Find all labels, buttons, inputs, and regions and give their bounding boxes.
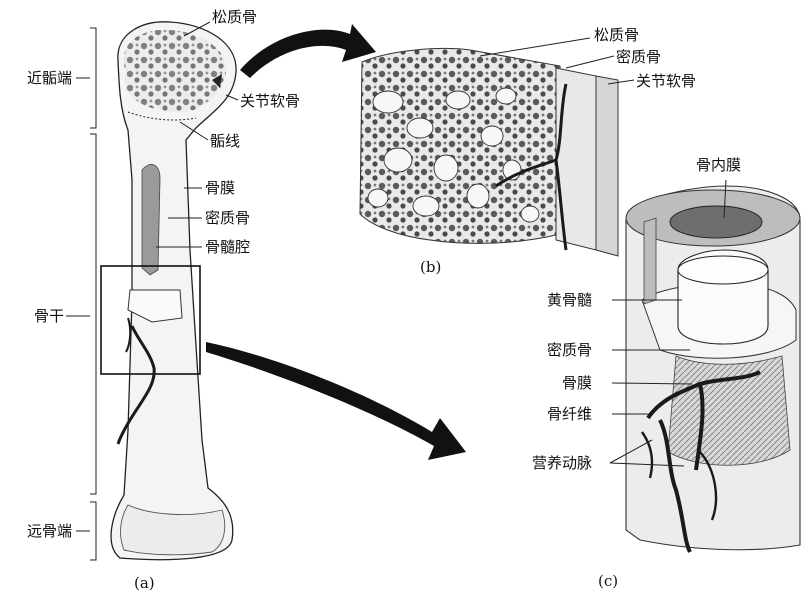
caption-c: (c) — [598, 572, 618, 590]
leader-compact-b — [566, 56, 614, 68]
spongy-label-b: 松质骨 — [594, 26, 639, 44]
epiphyseal-line-label: 骺线 — [210, 132, 240, 150]
arrow-to-b — [240, 24, 376, 78]
yellow-marrow-label: 黄骨髓 — [547, 291, 592, 309]
shaft-artery-branch — [126, 318, 130, 352]
caption-b: (b) — [420, 258, 441, 276]
yellow-marrow-top — [678, 256, 768, 284]
marrow-cavity-shade — [142, 164, 160, 275]
distal-label: 远骨端 — [27, 522, 72, 540]
spongy-label-a: 松质骨 — [212, 8, 257, 26]
compact-label-b: 密质骨 — [616, 48, 661, 66]
endosteum-label: 骨内膜 — [696, 156, 741, 174]
fiber-region — [668, 356, 790, 465]
endosteum-cavity — [670, 206, 762, 238]
distal-range-bracket — [90, 502, 96, 560]
compact-label-a: 密质骨 — [205, 209, 250, 227]
cylinder-left-strip — [644, 218, 656, 304]
cartilage-label-a: 关节软骨 — [240, 92, 300, 110]
caption-a: (a) — [134, 574, 155, 592]
periosteum-label-a: 骨膜 — [205, 179, 235, 197]
leader-spongy-b — [480, 38, 590, 56]
proximal-label: 近骺端 — [27, 69, 72, 87]
compact-label-c: 密质骨 — [547, 341, 592, 359]
periosteum-label-c: 骨膜 — [562, 374, 592, 392]
shaft-label: 骨干 — [34, 307, 64, 325]
leader-cartilage-a — [226, 95, 238, 100]
marrow-cavity-label: 骨髓腔 — [205, 238, 250, 256]
shaft-range-bracket — [90, 134, 96, 494]
cartilage-label-b: 关节软骨 — [636, 72, 696, 90]
arrow-to-c — [206, 342, 466, 460]
long-bone-panel: 近骺端 骨干 远骨端 松质骨 关节软骨 骺线 骨膜 密质骨 骨髓腔 ( — [27, 8, 300, 592]
proximal-range-bracket — [90, 28, 96, 128]
fibers-label: 骨纤维 — [547, 405, 592, 423]
artery-label: 营养动脉 — [532, 454, 592, 472]
cartilage-layer-b — [596, 76, 618, 256]
